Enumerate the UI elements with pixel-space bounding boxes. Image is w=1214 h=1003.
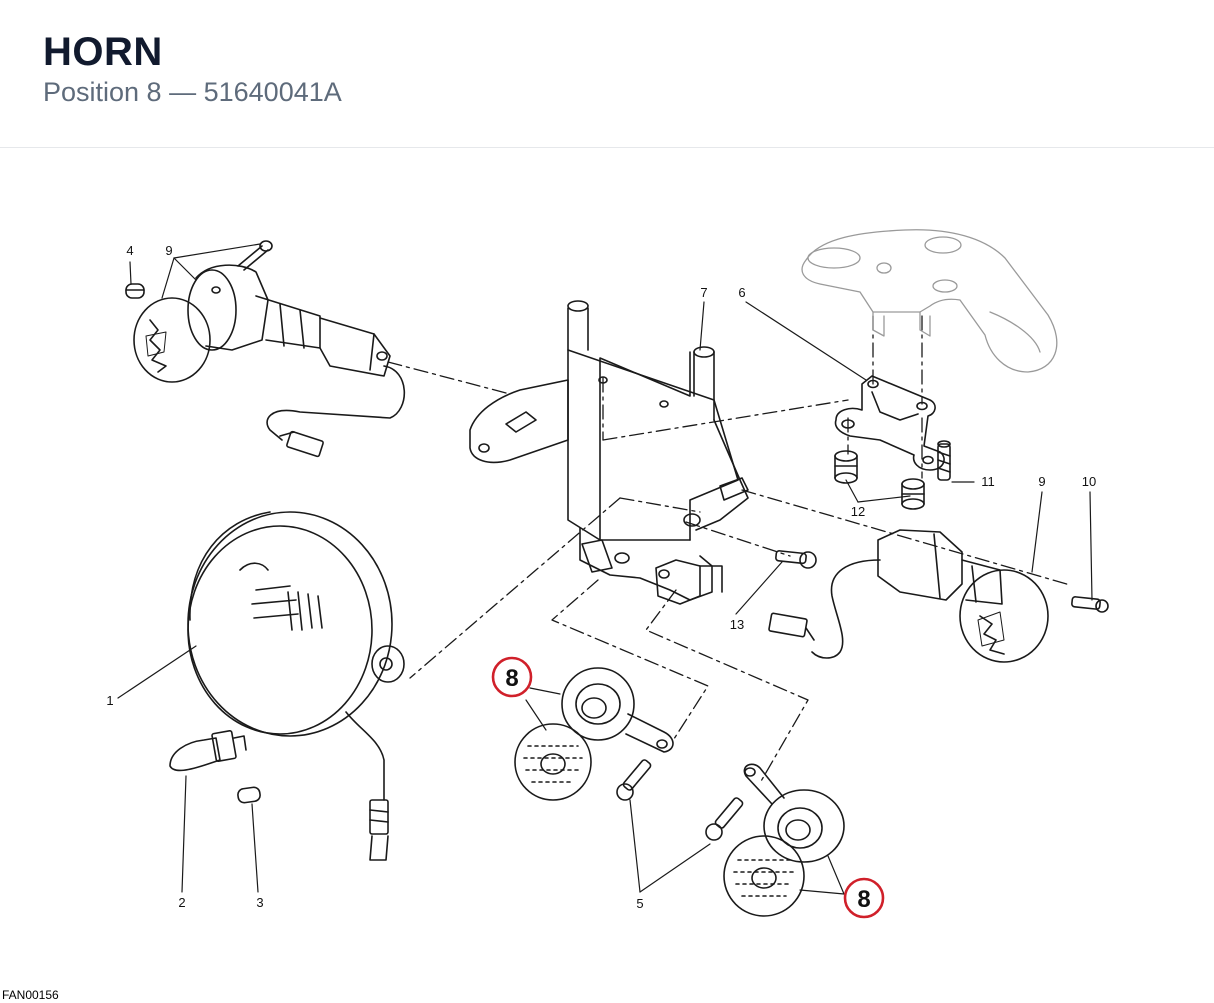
leader-lines bbox=[117, 243, 1093, 895]
callout-11: 11 bbox=[981, 474, 995, 489]
turn-signal-front-left bbox=[133, 264, 406, 458]
callout-4: 4 bbox=[126, 243, 133, 258]
callout-13: 13 bbox=[730, 617, 744, 632]
horn-upper bbox=[514, 667, 674, 801]
screw-10 bbox=[1071, 596, 1109, 613]
callout-9-top: 9 bbox=[165, 243, 172, 258]
headlight-support-frame-7 bbox=[469, 300, 749, 605]
callout-6: 6 bbox=[738, 285, 745, 300]
highlighted-callouts: 8 8 bbox=[491, 656, 885, 919]
callout-5: 5 bbox=[636, 896, 643, 911]
page-title: HORN bbox=[43, 30, 163, 74]
screw-5-upper bbox=[616, 759, 652, 801]
callout-9-right: 9 bbox=[1038, 474, 1045, 489]
assembly-lines bbox=[387, 315, 1071, 784]
mounting-bracket-6 bbox=[834, 375, 945, 471]
highlight-ring-8-upper bbox=[491, 656, 533, 698]
parking-bulb-3 bbox=[237, 786, 261, 804]
callout-12: 12 bbox=[851, 504, 865, 519]
exploded-parts-diagram: 1 2 3 4 5 6 7 9 9 10 11 12 13 8 8 bbox=[106, 229, 1109, 919]
callout-2: 2 bbox=[178, 895, 185, 910]
diagram-code: FAN00156 bbox=[2, 988, 59, 1002]
page-header: HORN Position 8 — 51640041A bbox=[0, 0, 1214, 148]
screw-11 bbox=[937, 440, 951, 481]
turn-signal-front-right bbox=[768, 529, 1049, 663]
callout-3: 3 bbox=[256, 895, 263, 910]
screw-9-top bbox=[237, 240, 273, 271]
subtitle-separator: — bbox=[169, 77, 197, 107]
callout-7: 7 bbox=[700, 285, 707, 300]
steering-head-crown bbox=[801, 229, 1058, 373]
callout-1: 1 bbox=[106, 693, 113, 708]
highlight-ring-8-lower bbox=[843, 877, 885, 919]
screw-13 bbox=[775, 550, 817, 569]
part-number: 51640041A bbox=[203, 77, 342, 107]
callout-8-lower: 8 bbox=[857, 886, 870, 913]
rubber-grommets-12 bbox=[834, 450, 925, 510]
page-subtitle: Position 8 — 51640041A bbox=[43, 77, 342, 108]
headlight-1 bbox=[187, 511, 405, 861]
position-label: Position 8 bbox=[43, 77, 162, 107]
callouts: 1 2 3 4 5 6 7 9 9 10 11 12 13 bbox=[106, 243, 1096, 911]
headlight-bulb-2 bbox=[169, 729, 247, 772]
callout-8-upper: 8 bbox=[505, 665, 518, 692]
bulb-4 bbox=[125, 283, 145, 299]
horn-lower bbox=[723, 763, 845, 917]
screw-5-lower bbox=[705, 797, 744, 841]
callout-10: 10 bbox=[1082, 474, 1096, 489]
